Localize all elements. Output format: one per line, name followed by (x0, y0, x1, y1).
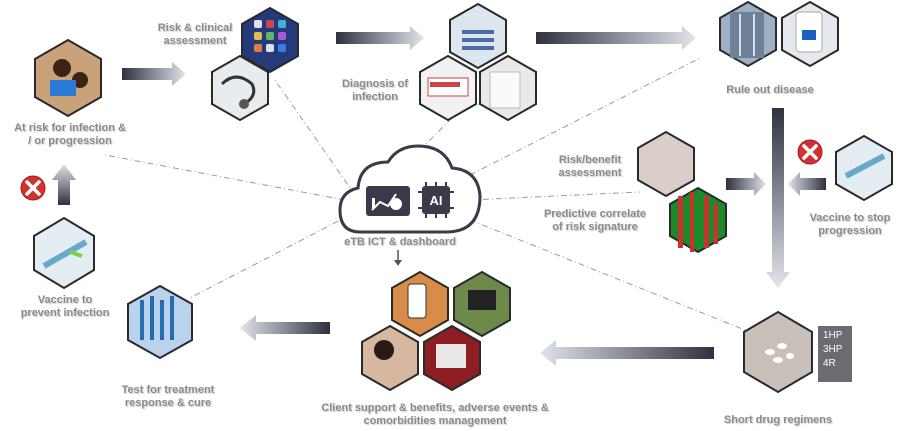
connector-diagnosis (419, 109, 461, 151)
connector-regimens (469, 219, 746, 331)
arrow-diagnosis-to-rule-out (536, 26, 696, 50)
cloud-hub-icon: AI (338, 144, 482, 234)
label-client-support: Client support & benefits, adverse event… (321, 402, 549, 427)
connector-at-risk (104, 154, 346, 201)
hex-heatmap-photo (669, 186, 727, 254)
arrow-support-to-test (240, 315, 330, 341)
arrow-vaccine-stop-in (788, 172, 826, 196)
flow-arrows (52, 26, 826, 366)
arrow-rule-out-to-regimens (766, 108, 790, 288)
stop-icon (20, 139, 823, 201)
hex-pills-chart-photo (637, 130, 695, 198)
label-risk-clinical: Risk & clinical assessment (157, 22, 233, 47)
label-hub: eTB ICT & dashboard (344, 236, 456, 248)
connector-test (189, 214, 351, 299)
label-test-response: Test for treatment response & cure (121, 384, 215, 409)
arrow-assessment-to-diagnosis (336, 26, 424, 50)
label-predictive: Predictive correlate of risk signature (543, 208, 647, 233)
hub-connector-lines (104, 57, 746, 331)
hex-lab-photo (449, 2, 507, 70)
hex-at-risk-photo (34, 38, 102, 118)
regimen-item: 4R (823, 358, 836, 369)
label-rule-out: Rule out disease (726, 84, 814, 96)
arrow-regimens-to-support (540, 340, 714, 366)
hex-stethoscope-photo (211, 54, 269, 122)
regimen-item: 3HP (823, 344, 843, 355)
connector-rule-out (469, 57, 701, 176)
arrow-risk-benefit-in (726, 172, 766, 196)
regimen-item: 1HP (823, 330, 843, 341)
connector-risk (274, 79, 356, 196)
label-at-risk: At risk for infection & / or progression (14, 122, 126, 147)
photo-details (42, 11, 886, 368)
arrow-vaccine-prevent-up (52, 164, 76, 205)
connector-risk-benefit (469, 191, 641, 201)
hub-ai-text: AI (430, 193, 443, 208)
regimen-list: 1HP 3HP 4R (818, 326, 852, 382)
label-vaccine-prevent: Vaccine to prevent infection (20, 294, 110, 319)
label-vaccine-stop: Vaccine to stop progression (809, 212, 891, 237)
label-diagnosis: Diagnosis of infection (341, 78, 408, 103)
label-risk-benefit: Risk/benefit assessment (558, 154, 622, 179)
label-short-regimens: Short drug regimens (723, 414, 833, 426)
arrow-at-risk-to-assessment (122, 62, 186, 86)
hex-pills-hand-photo (743, 310, 813, 394)
